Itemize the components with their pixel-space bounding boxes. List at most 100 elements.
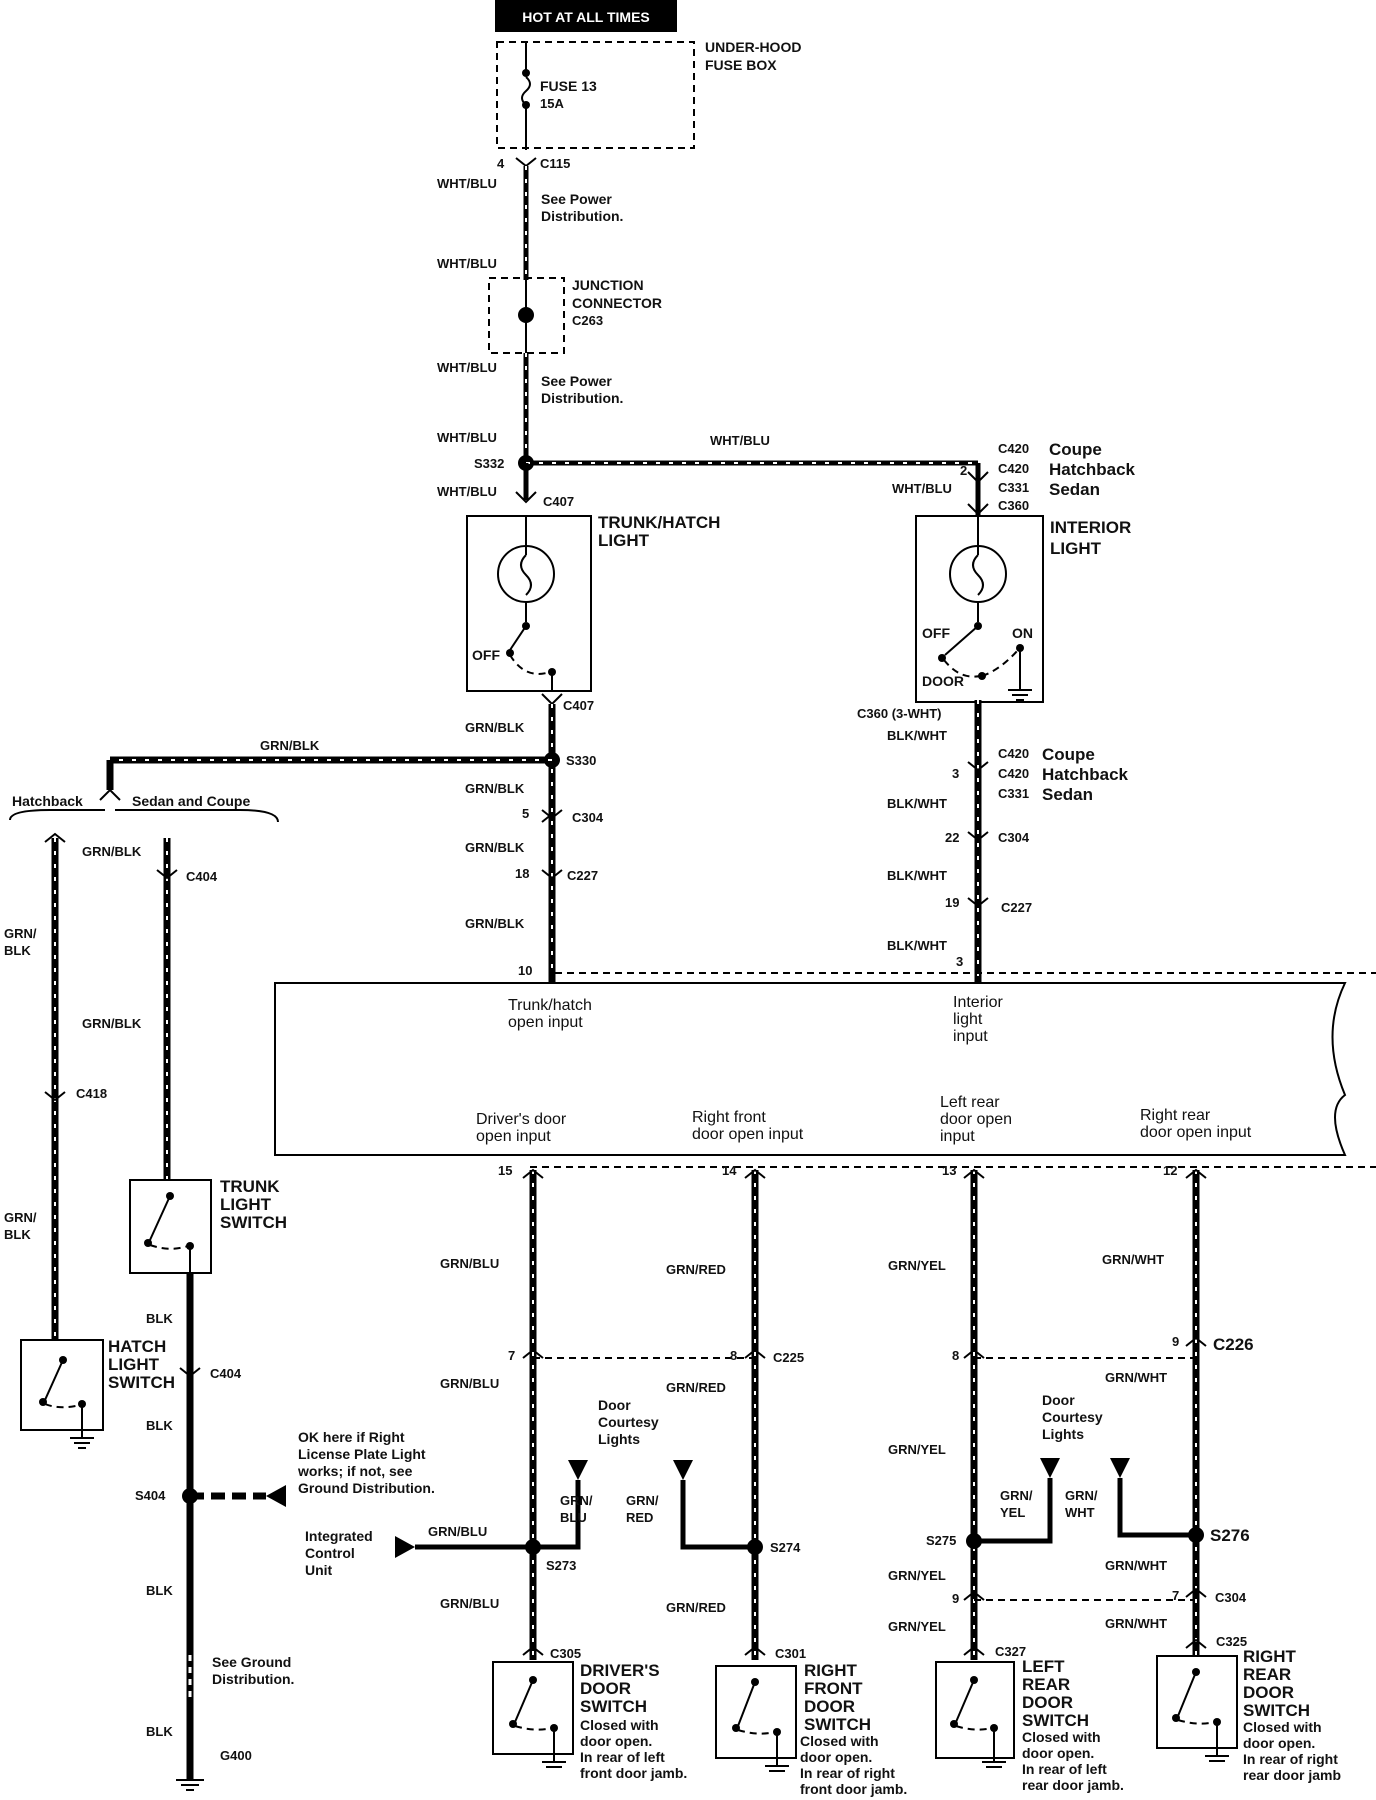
- wire-blk-wht-3: BLK/WHT: [887, 868, 947, 883]
- split-yel-2: YEL: [1000, 1505, 1025, 1520]
- drivers-note-1: Closed with: [580, 1717, 659, 1733]
- door-courtesy-2b: Courtesy: [1042, 1409, 1103, 1425]
- rr-switch-3: DOOR: [1243, 1683, 1294, 1702]
- pin-22: 22: [945, 830, 959, 845]
- grn-red-1: GRN/RED: [666, 1262, 726, 1277]
- icu-2: Control: [305, 1545, 355, 1561]
- wire-blk-4: BLK: [146, 1724, 173, 1739]
- pin-3-upper: 3: [952, 766, 959, 781]
- fuse-13-label: FUSE 13: [540, 78, 597, 94]
- interior-light-label-1: INTERIOR: [1050, 518, 1131, 537]
- pin-5: 5: [522, 806, 529, 821]
- pin-10: 10: [518, 963, 532, 978]
- wire-blk-1: BLK: [146, 1311, 173, 1326]
- pin-9-c304: 9: [952, 1591, 959, 1606]
- lr-note-3: In rear of left: [1022, 1761, 1107, 1777]
- drivers-switch-1: DRIVER'S: [580, 1661, 660, 1680]
- ok-note-3: works; if not, see: [297, 1463, 413, 1479]
- see-power-1b: Distribution.: [541, 208, 623, 224]
- junction-label-3: C263: [572, 313, 603, 328]
- grn-wht-3: GRN/WHT: [1105, 1558, 1167, 1573]
- interior-light-label-2: LIGHT: [1050, 539, 1102, 558]
- c420-coupe-conn: C420: [998, 441, 1029, 456]
- fuse-13-icon: [521, 76, 531, 106]
- s274-label: S274: [770, 1540, 801, 1555]
- grn-wht-4: GRN/WHT: [1105, 1616, 1167, 1631]
- wire-blk-wht-4: BLK/WHT: [887, 938, 947, 953]
- c301-label: C301: [775, 1646, 806, 1661]
- ecu-trunk-2: open input: [508, 1014, 583, 1031]
- rr-switch-1: RIGHT: [1243, 1647, 1297, 1666]
- sedan-label-2: Sedan: [1042, 785, 1093, 804]
- s276-label: S276: [1210, 1526, 1250, 1545]
- wire-blk-wht-2: BLK/WHT: [887, 796, 947, 811]
- wire-blk-wht-1: BLK/WHT: [887, 728, 947, 743]
- grn-blk-hatch-1a: GRN/: [4, 926, 37, 941]
- trunk-switch-label-2: LIGHT: [220, 1195, 272, 1214]
- c225-label: C225: [773, 1350, 804, 1365]
- ecu-rf-1: Right front: [692, 1109, 766, 1126]
- rf-switch-2: FRONT: [804, 1679, 863, 1698]
- trunk-switch-label-1: TRUNK: [220, 1177, 280, 1196]
- wire-wht-blu-2: WHT/BLU: [437, 256, 497, 271]
- see-ground-2: Distribution.: [212, 1671, 294, 1687]
- trunk-light-switch: [129, 1179, 212, 1274]
- lr-note-4: rear door jamb.: [1022, 1777, 1124, 1793]
- pin-19: 19: [945, 895, 959, 910]
- pin-13: 13: [942, 1163, 956, 1178]
- s275-label: S275: [926, 1533, 956, 1548]
- ecu-interior-3: input: [953, 1028, 988, 1045]
- fuse-box: [496, 41, 695, 149]
- wire-wht-blu-1: WHT/BLU: [437, 176, 497, 191]
- grn-blk-hatch-1b: BLK: [4, 943, 31, 958]
- ecu-lr-2: door open: [940, 1111, 1012, 1128]
- c420-coupe-conn-2: C420: [998, 746, 1029, 761]
- see-power-1a: See Power: [541, 191, 612, 207]
- hatchback-branch: Hatchback: [12, 793, 83, 809]
- c331-conn-2: C331: [998, 786, 1029, 801]
- s404-label: S404: [135, 1488, 166, 1503]
- c304-bottom-label: C304: [1215, 1590, 1247, 1605]
- pin-7-c225: 7: [508, 1348, 515, 1363]
- hatchback-label: Hatchback: [1049, 460, 1136, 479]
- rf-switch-3: DOOR: [804, 1697, 855, 1716]
- fuse-box-label: UNDER-HOOD: [705, 39, 801, 55]
- grn-blk-sedan-2: GRN/BLK: [82, 1016, 142, 1031]
- icu-3: Unit: [305, 1562, 333, 1578]
- grn-wht-2: GRN/WHT: [1105, 1370, 1167, 1385]
- icu-1: Integrated: [305, 1528, 373, 1544]
- c305-label: C305: [550, 1646, 581, 1661]
- drivers-note-2: door open.: [580, 1733, 652, 1749]
- wire-blk-2: BLK: [146, 1418, 173, 1433]
- hatch-switch-label-3: SWITCH: [108, 1373, 175, 1392]
- drivers-switch-3: SWITCH: [580, 1697, 647, 1716]
- sedan-label: Sedan: [1049, 480, 1100, 499]
- interior-bulb-icon: [972, 554, 984, 596]
- interior-off: OFF: [922, 625, 950, 641]
- grn-red-2: GRN/RED: [666, 1380, 726, 1395]
- wire-grn-blk-2: GRN/BLK: [465, 781, 525, 796]
- door-courtesy-1c: Lights: [598, 1431, 640, 1447]
- rr-note-4: rear door jamb: [1243, 1767, 1341, 1783]
- wire-wht-blu-3: WHT/BLU: [437, 360, 497, 375]
- rf-note-3: In rear of right: [800, 1765, 895, 1781]
- c407-top-label: C407: [543, 494, 574, 509]
- sedan-coupe-branch: Sedan and Coupe: [132, 793, 250, 809]
- c404-bottom: C404: [210, 1366, 242, 1381]
- grn-yel-1: GRN/YEL: [888, 1258, 946, 1273]
- rr-note-3: In rear of right: [1243, 1751, 1338, 1767]
- trunk-hatch-light: [466, 515, 592, 692]
- hatchback-label-2: Hatchback: [1042, 765, 1129, 784]
- grn-blu-1: GRN/BLU: [440, 1256, 499, 1271]
- pin-8-c226: 8: [952, 1348, 959, 1363]
- split-yel-1: GRN/: [1000, 1488, 1033, 1503]
- pin-8-c225: 8: [730, 1348, 737, 1363]
- pin-2: 2: [960, 463, 967, 478]
- wire-grn-blk-3: GRN/BLK: [465, 840, 525, 855]
- ecu-interior-1: Interior: [953, 994, 1003, 1011]
- hatch-switch-label-1: HATCH: [108, 1337, 166, 1356]
- trunk-light-label-2: LIGHT: [598, 531, 650, 550]
- c227-left: C227: [567, 868, 598, 883]
- c325-label: C325: [1216, 1634, 1247, 1649]
- c304-right: C304: [998, 830, 1030, 845]
